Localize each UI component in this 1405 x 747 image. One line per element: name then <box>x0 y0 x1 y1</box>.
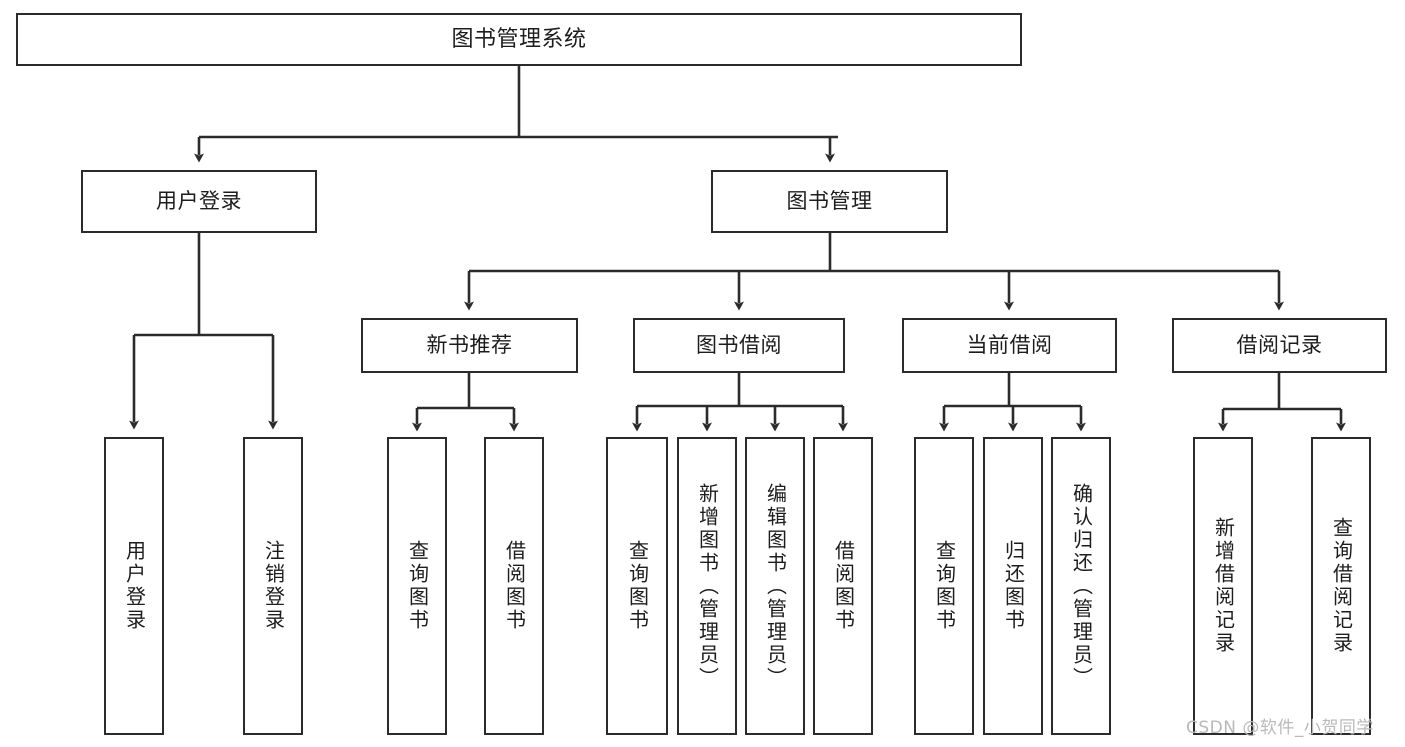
node-leaf-query-book-1-label: 查询图书 <box>405 540 430 632</box>
node-leaf-user-login[interactable]: 用户登录 <box>104 437 164 735</box>
node-leaf-add-record[interactable]: 新增借阅记录 <box>1193 437 1253 735</box>
node-leaf-return-book-label: 归还图书 <box>1001 540 1026 632</box>
node-new-book-recommend[interactable]: 新书推荐 <box>361 318 578 373</box>
node-leaf-borrow-book-1[interactable]: 借阅图书 <box>484 437 544 735</box>
node-leaf-query-book-1[interactable]: 查询图书 <box>387 437 447 735</box>
node-leaf-edit-book[interactable]: 编辑图书（管理员） <box>745 437 805 735</box>
node-current-borrow[interactable]: 当前借阅 <box>902 318 1117 373</box>
node-leaf-add-book[interactable]: 新增图书（管理员） <box>677 437 737 735</box>
node-leaf-query-record[interactable]: 查询借阅记录 <box>1311 437 1371 735</box>
node-new-book-recommend-label: 新书推荐 <box>426 333 513 358</box>
node-book-manage-label: 图书管理 <box>786 189 873 214</box>
node-leaf-add-record-label: 新增借阅记录 <box>1211 517 1236 655</box>
node-leaf-confirm-return[interactable]: 确认归还（管理员） <box>1051 437 1111 735</box>
node-leaf-query-record-label: 查询借阅记录 <box>1329 517 1354 655</box>
node-leaf-add-book-label: 新增图书（管理员） <box>695 482 720 690</box>
node-leaf-query-book-3-label: 查询图书 <box>932 540 957 632</box>
node-leaf-user-login-label: 用户登录 <box>122 540 147 632</box>
node-leaf-logout-label: 注销登录 <box>261 540 286 632</box>
node-leaf-borrow-book-1-label: 借阅图书 <box>502 540 527 632</box>
node-book-manage[interactable]: 图书管理 <box>711 170 948 233</box>
node-user-login[interactable]: 用户登录 <box>81 170 317 233</box>
node-leaf-query-book-2[interactable]: 查询图书 <box>606 437 668 735</box>
node-root[interactable]: 图书管理系统 <box>16 13 1022 66</box>
node-root-label: 图书管理系统 <box>451 26 587 52</box>
node-leaf-query-book-2-label: 查询图书 <box>625 540 650 632</box>
node-borrow-record[interactable]: 借阅记录 <box>1172 318 1387 373</box>
node-user-login-label: 用户登录 <box>156 189 242 214</box>
node-leaf-return-book[interactable]: 归还图书 <box>983 437 1043 735</box>
node-leaf-edit-book-label: 编辑图书（管理员） <box>763 482 788 690</box>
node-leaf-logout[interactable]: 注销登录 <box>243 437 303 735</box>
node-leaf-borrow-book-2-label: 借阅图书 <box>831 540 856 632</box>
node-borrow-record-label: 借阅记录 <box>1236 333 1323 358</box>
node-book-borrow-label: 图书借阅 <box>696 333 782 358</box>
node-leaf-borrow-book-2[interactable]: 借阅图书 <box>813 437 873 735</box>
node-leaf-query-book-3[interactable]: 查询图书 <box>914 437 974 735</box>
node-book-borrow[interactable]: 图书借阅 <box>633 318 845 373</box>
node-leaf-confirm-return-label: 确认归还（管理员） <box>1069 482 1094 690</box>
csdn-watermark: CSDN @软件_小贺同学 <box>1186 718 1374 738</box>
node-current-borrow-label: 当前借阅 <box>966 333 1053 358</box>
